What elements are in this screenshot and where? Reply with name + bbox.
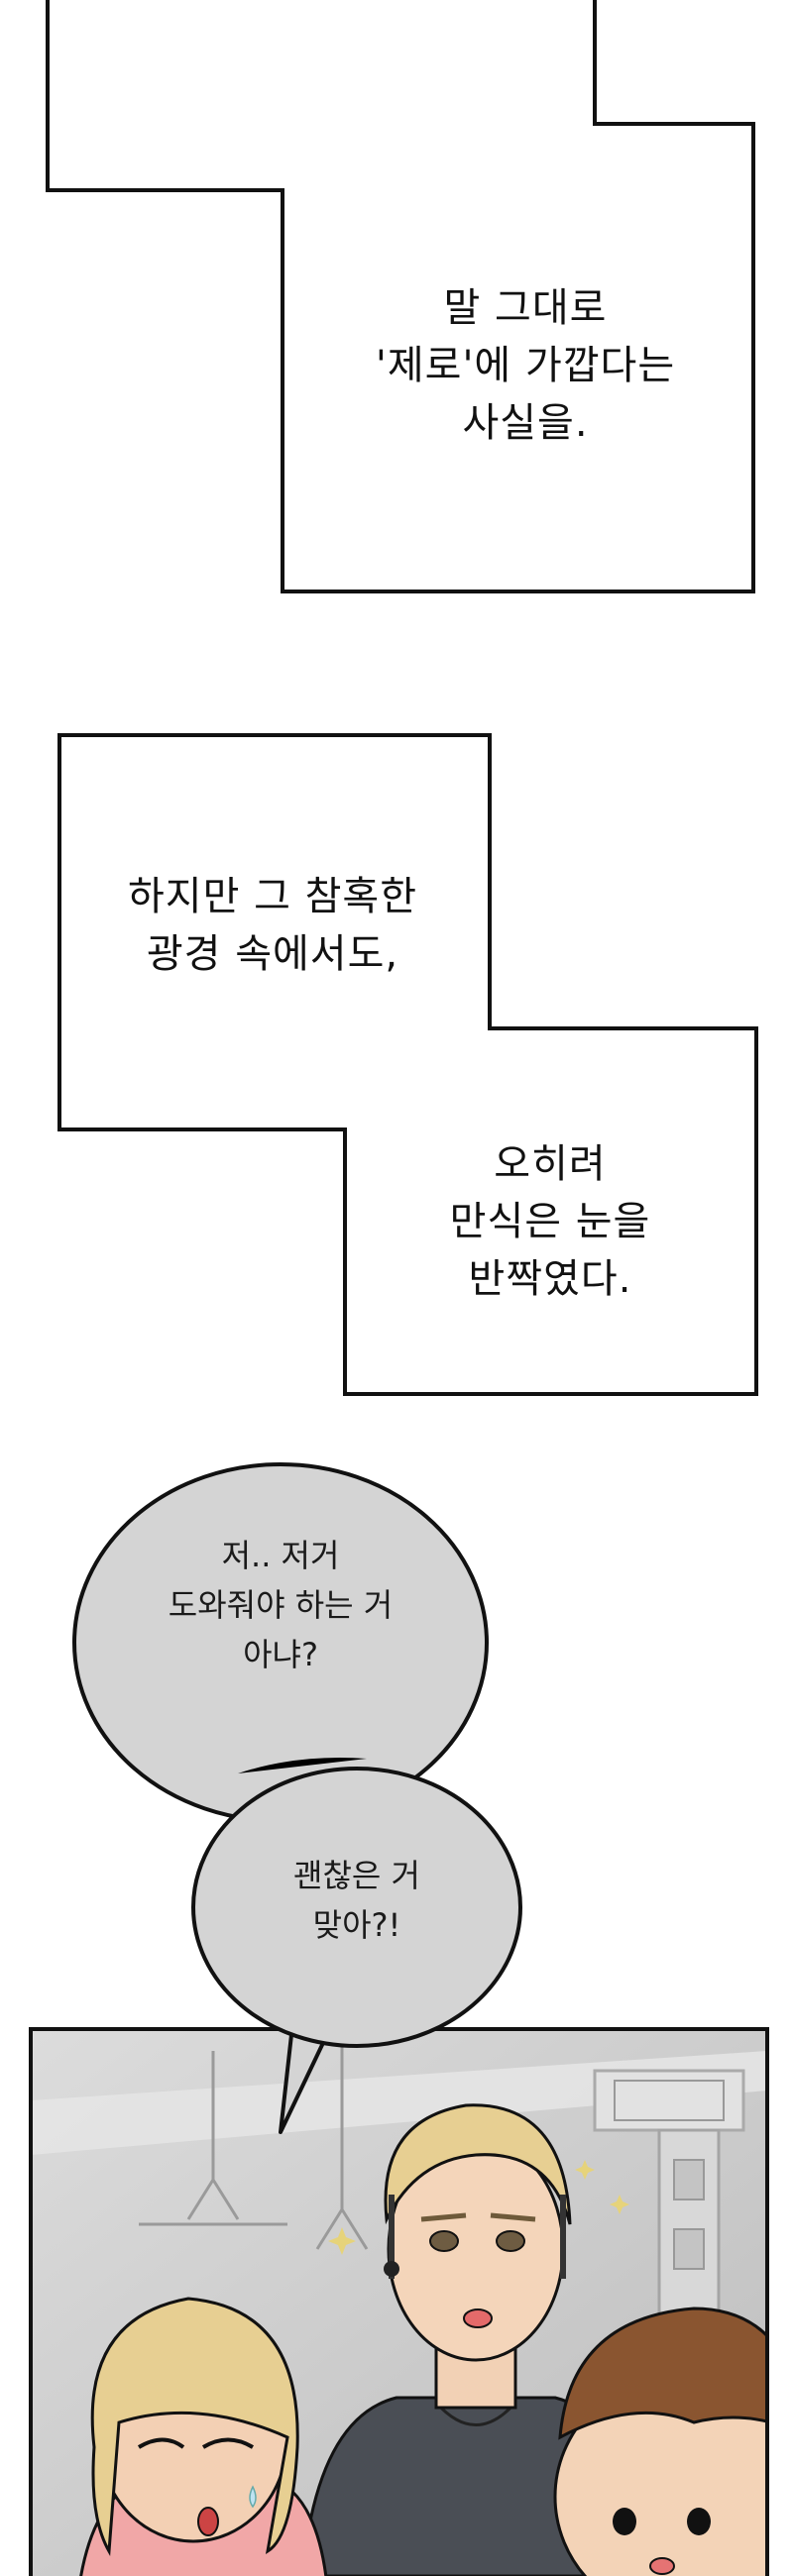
bubble-line: 아냐? — [243, 1636, 318, 1673]
character-girl — [79, 2297, 328, 2576]
caption-line: 광경 속에서도, — [146, 931, 399, 977]
machinery-box — [673, 2228, 705, 2270]
caption-box-1 — [46, 0, 755, 593]
caption-line: 말 그대로 — [443, 285, 608, 331]
caption-1-text: 말 그대로 '제로'에 가깝다는 사실을. — [297, 279, 753, 452]
ceiling-beam — [31, 2051, 767, 2155]
machinery-box — [673, 2159, 705, 2200]
caption-line: 만식은 눈을 — [449, 1199, 651, 1244]
caption-line: 오히려 — [494, 1141, 607, 1187]
bubble-1-text: 저.. 저거 도와줘야 하는 거 아냐? — [87, 1531, 474, 1679]
bubble-line: 괜찮은 거 — [293, 1857, 420, 1894]
caption-2-top-text: 하지만 그 참혹한 광경 속에서도, — [69, 868, 476, 983]
bubble-line: 맞아?! — [312, 1906, 401, 1944]
vent-grille — [614, 2080, 725, 2121]
caption-line: 반짝였다. — [468, 1256, 632, 1302]
bubble-2-text: 괜찮은 거 맞아?! — [228, 1851, 486, 1950]
hanging-chains — [139, 2041, 369, 2250]
caption-line: '제로'에 가깝다는 — [375, 343, 676, 388]
speech-bubble-2 — [191, 1758, 522, 2134]
character-boy — [553, 2307, 767, 2576]
bubble-line: 저.. 저거 — [221, 1537, 340, 1574]
caption-box-2 — [57, 733, 758, 1396]
bubble-line: 도와줘야 하는 거 — [168, 1586, 394, 1624]
caption-2-bottom-text: 오히려 만식은 눈을 반짝였다. — [377, 1135, 724, 1308]
sparkle-icons — [328, 2160, 629, 2255]
caption-line: 사실을. — [462, 400, 589, 446]
caption-line: 하지만 그 참혹한 — [127, 874, 418, 919]
